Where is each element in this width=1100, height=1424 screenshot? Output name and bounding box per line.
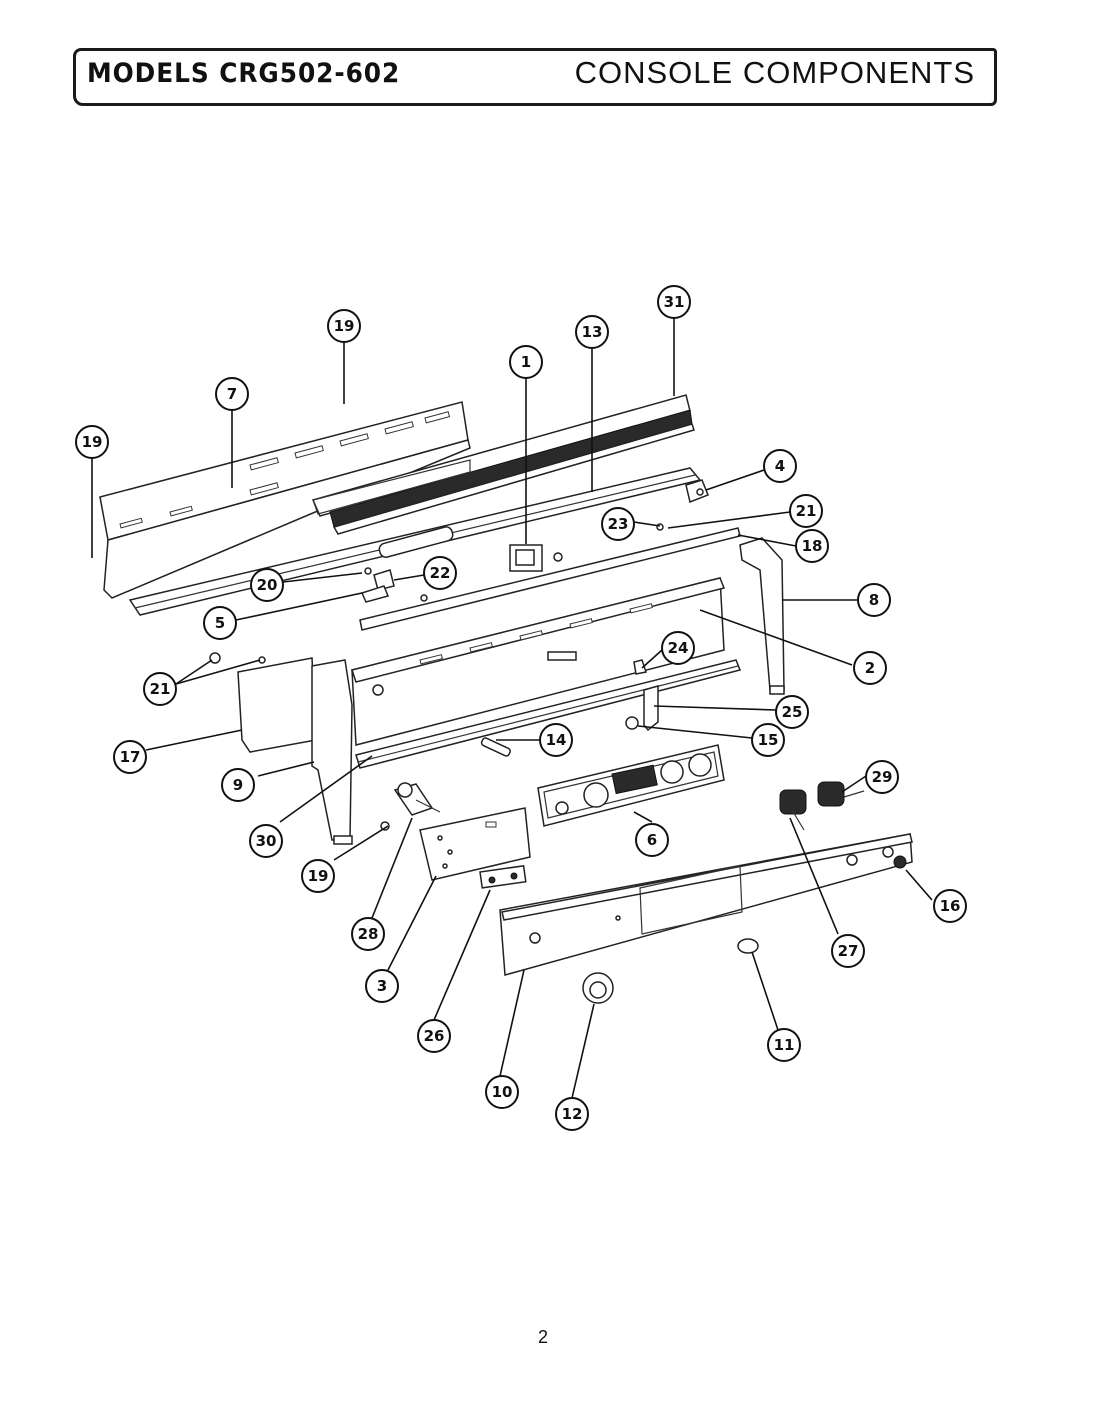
callout-3: 3 [365, 969, 399, 1003]
callout-5: 5 [203, 606, 237, 640]
button-part [737, 938, 759, 954]
callout-6: 6 [635, 823, 669, 857]
svg-text:8: 8 [869, 591, 879, 609]
dial-knob-part [582, 972, 614, 1004]
svg-text:21: 21 [150, 680, 171, 698]
callout-28: 28 [351, 917, 385, 951]
svg-text:19: 19 [308, 867, 329, 885]
callout-16: 16 [933, 889, 967, 923]
svg-text:19: 19 [82, 433, 103, 451]
svg-text:28: 28 [358, 925, 379, 943]
callout-15: 15 [751, 723, 785, 757]
callout-11: 11 [767, 1028, 801, 1062]
svg-text:12: 12 [562, 1105, 583, 1123]
svg-text:4: 4 [775, 457, 785, 475]
svg-text:17: 17 [120, 748, 141, 766]
svg-text:5: 5 [215, 614, 225, 632]
svg-text:26: 26 [424, 1027, 445, 1045]
callout-27: 27 [831, 934, 865, 968]
igniter-switch-part [380, 782, 441, 831]
page-number: 2 [538, 1327, 549, 1347]
rear-panel-part [99, 401, 471, 599]
callout-4: 4 [763, 449, 797, 483]
end-cap-left-part [311, 659, 353, 845]
svg-text:6: 6 [647, 831, 657, 849]
svg-text:15: 15 [758, 731, 779, 749]
svg-text:31: 31 [664, 293, 685, 311]
callout-9: 9 [221, 768, 255, 802]
switch-part [509, 544, 563, 572]
svg-text:10: 10 [492, 1083, 513, 1101]
small-clip-part [479, 865, 527, 889]
callout-13: 13 [575, 315, 609, 349]
callout-25: 25 [775, 695, 809, 729]
top-trim-part [311, 394, 695, 535]
svg-text:25: 25 [782, 703, 803, 721]
callout-10: 10 [485, 1075, 519, 1109]
callout-24: 24 [661, 631, 695, 665]
svg-text:20: 20 [257, 576, 278, 594]
svg-text:18: 18 [802, 537, 823, 555]
svg-text:30: 30 [256, 832, 277, 850]
svg-text:2: 2 [865, 659, 875, 677]
callout-21: 21 [789, 494, 823, 528]
front-panel-part [499, 833, 913, 976]
callout-18: 18 [795, 529, 829, 563]
callout-14: 14 [539, 723, 573, 757]
console-bracket-part [351, 577, 726, 746]
svg-text:16: 16 [940, 897, 961, 915]
header-frame [73, 48, 997, 106]
svg-text:27: 27 [838, 942, 859, 960]
callout-7: 7 [215, 377, 249, 411]
model-title: MODELS CRG502-602 [87, 58, 401, 89]
section-title: CONSOLE COMPONENTS [574, 55, 975, 90]
callout-2: 2 [853, 651, 887, 685]
svg-text:3: 3 [377, 977, 387, 995]
tube-part [360, 526, 454, 603]
control-panel-part [537, 744, 725, 827]
svg-text:7: 7 [227, 385, 237, 403]
svg-text:11: 11 [774, 1036, 795, 1054]
end-cap-right-part [739, 537, 785, 695]
callout-19: 19 [75, 425, 109, 459]
knob-part [779, 781, 865, 831]
callout-22: 22 [423, 556, 457, 590]
lower-rail-part [355, 659, 742, 769]
clip-part [656, 479, 709, 531]
callout-12: 12 [555, 1097, 589, 1131]
callout-1: 1 [509, 345, 543, 379]
callout-19: 19 [301, 859, 335, 893]
svg-text:23: 23 [608, 515, 629, 533]
callout-21: 21 [143, 672, 177, 706]
callout-17: 17 [113, 740, 147, 774]
svg-text:19: 19 [334, 317, 355, 335]
pin-part [480, 737, 511, 757]
callout-30: 30 [249, 824, 283, 858]
side-panel-left-part [209, 652, 317, 753]
callout-20: 20 [250, 568, 284, 602]
mounting-plate-part [419, 807, 531, 881]
callout-19: 19 [327, 309, 361, 343]
svg-text:22: 22 [430, 564, 451, 582]
svg-text:9: 9 [233, 776, 243, 794]
callout-23: 23 [601, 507, 635, 541]
svg-text:14: 14 [546, 731, 567, 749]
callout-31: 31 [657, 285, 691, 319]
callout-26: 26 [417, 1019, 451, 1053]
svg-text:29: 29 [872, 768, 893, 786]
svg-text:1: 1 [521, 353, 531, 371]
svg-text:24: 24 [668, 639, 689, 657]
svg-text:13: 13 [582, 323, 603, 341]
clip-nut-part [625, 685, 659, 732]
page-header: MODELS CRG502-602 CONSOLE COMPONENTS [73, 48, 997, 106]
callout-29: 29 [865, 760, 899, 794]
callout-8: 8 [857, 583, 891, 617]
svg-text:21: 21 [796, 502, 817, 520]
leader-lines [91, 318, 933, 1099]
